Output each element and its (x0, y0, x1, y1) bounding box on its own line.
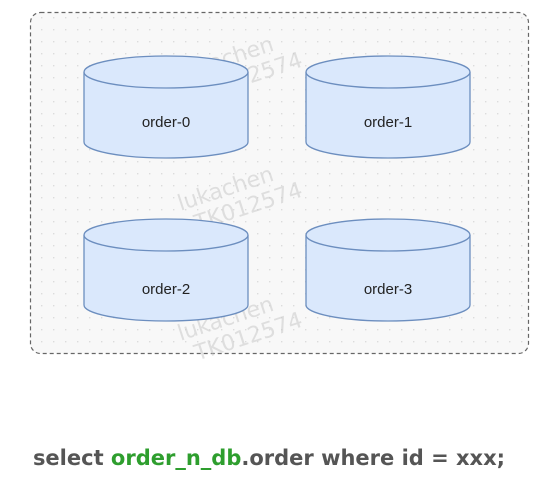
database-label: order-1 (364, 114, 412, 131)
sql-query-caption: select order_n_db.order where id = xxx; (0, 446, 538, 470)
database-label: order-0 (142, 114, 190, 131)
database-cylinder-order-3[interactable]: order-3 (305, 218, 471, 322)
query-prefix: select (32, 446, 111, 470)
database-cylinder-order-2[interactable]: order-2 (83, 218, 249, 322)
database-cylinder-order-1[interactable]: order-1 (305, 55, 471, 159)
database-cylinder-order-0[interactable]: order-0 (83, 55, 249, 159)
query-database-placeholder: order_n_db (110, 446, 242, 470)
database-label: order-2 (142, 281, 190, 298)
query-suffix: .order where id = xxx; (241, 446, 506, 470)
database-label: order-3 (364, 281, 412, 298)
